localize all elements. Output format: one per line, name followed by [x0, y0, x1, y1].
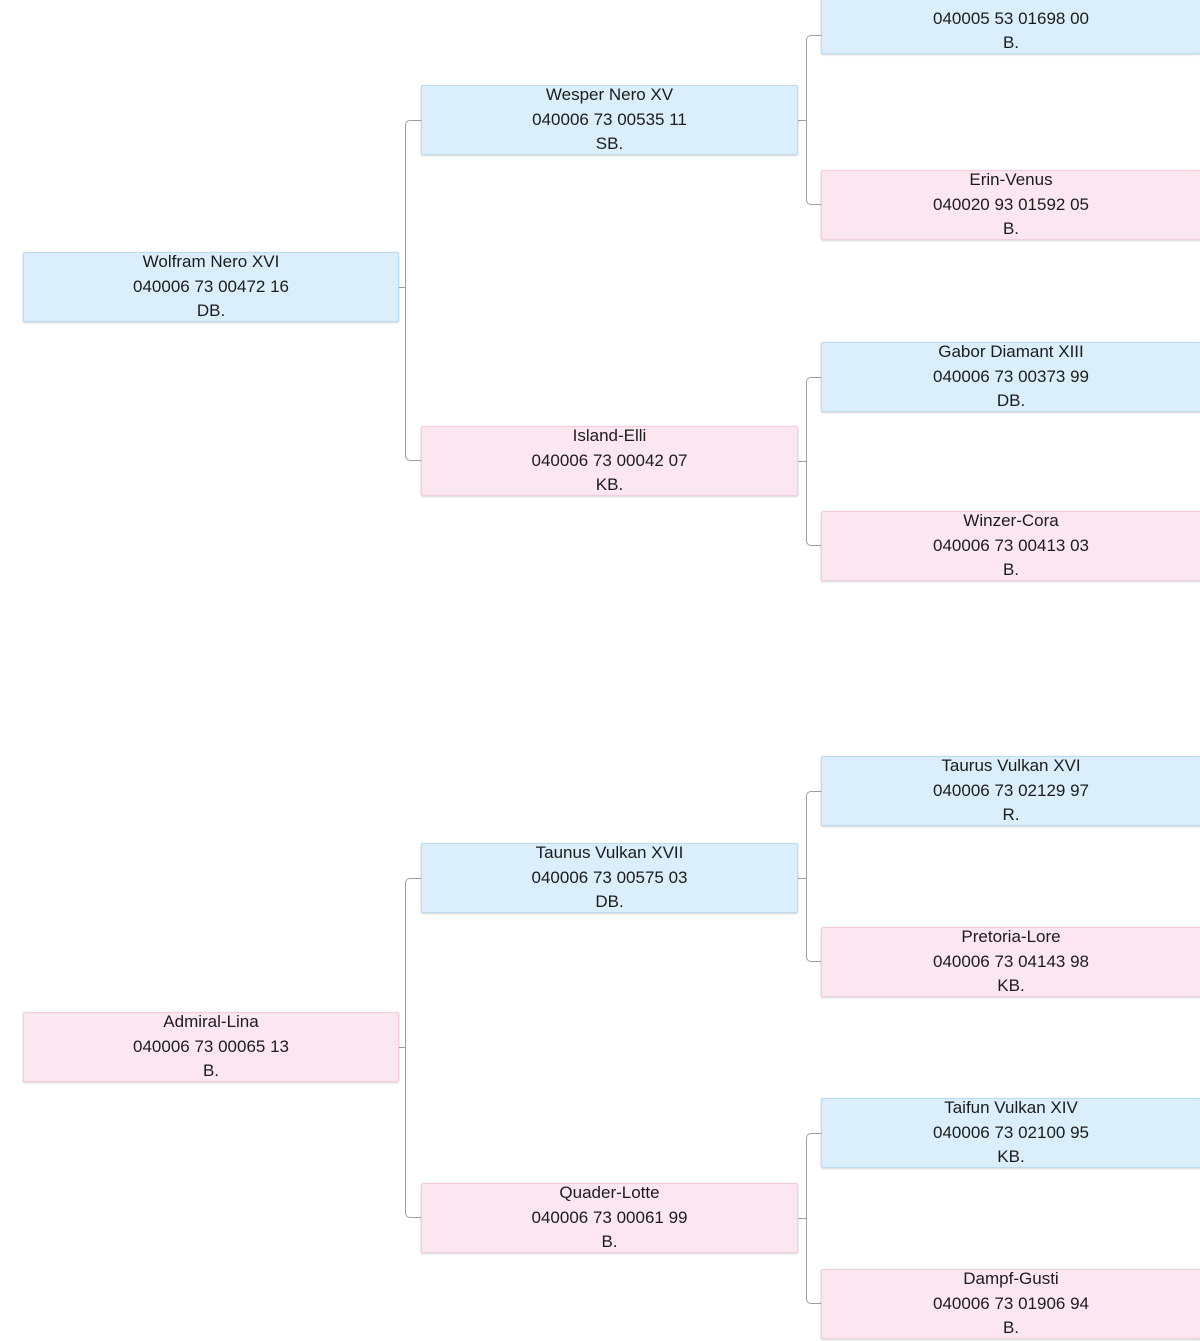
- node-code: DB.: [196, 301, 226, 321]
- node-reg-number: 040006 73 00575 03: [531, 867, 688, 887]
- node-name: Quader-Lotte: [559, 1183, 660, 1203]
- node-reg-number: 040006 73 04143 98: [933, 951, 1089, 971]
- node-name: Taunus Vulkan XVII: [535, 843, 684, 863]
- node-reg-number: 040020 93 01592 05: [933, 194, 1089, 214]
- pedigree-node-admiral-lina[interactable]: Admiral-Lina 040006 73 00065 13 B.: [23, 1012, 399, 1082]
- node-name: Wesper Nero XV: [545, 85, 674, 105]
- pedigree-node-taurus-vulkan-xvi[interactable]: Taurus Vulkan XVI 040006 73 02129 97 R.: [821, 756, 1200, 826]
- pedigree-node-wasil-nero-xiv[interactable]: Wasil Nero XIV 040005 53 01698 00 B.: [821, 0, 1200, 54]
- connector-bracket-wolfram: [405, 120, 421, 461]
- node-code: DB.: [595, 892, 624, 912]
- pedigree-node-wolfram-nero-xvi[interactable]: Wolfram Nero XVI 040006 73 00472 16 DB.: [23, 252, 399, 322]
- node-name: Gabor Diamant XIII: [938, 342, 1084, 362]
- node-reg-number: 040006 73 00373 99: [933, 366, 1089, 386]
- node-name: Admiral-Lina: [163, 1012, 259, 1032]
- node-reg-number: 040006 73 00472 16: [133, 276, 289, 296]
- node-name: Wasil Nero XIV: [954, 0, 1069, 7]
- connector-stem-quader: [798, 1218, 807, 1220]
- node-code: DB.: [996, 391, 1026, 411]
- node-reg-number: 040005 53 01698 00: [933, 8, 1089, 28]
- connector-bracket-taunus: [806, 791, 822, 962]
- pedigree-node-erin-venus[interactable]: Erin-Venus 040020 93 01592 05 B.: [821, 170, 1200, 240]
- node-name: Dampf-Gusti: [963, 1269, 1059, 1289]
- node-code: KB.: [595, 475, 624, 495]
- pedigree-node-island-elli[interactable]: Island-Elli 040006 73 00042 07 KB.: [421, 426, 798, 496]
- node-code: B.: [1002, 1318, 1020, 1338]
- node-code: B.: [202, 1061, 220, 1081]
- node-name: Wolfram Nero XVI: [142, 252, 280, 272]
- node-code: SB.: [595, 134, 624, 154]
- node-name: Island-Elli: [572, 426, 647, 446]
- pedigree-node-winzer-cora[interactable]: Winzer-Cora 040006 73 00413 03 B.: [821, 511, 1200, 581]
- connector-bracket-admiral: [405, 878, 421, 1218]
- node-code: B.: [1002, 560, 1020, 580]
- connector-bracket-island: [806, 377, 822, 546]
- node-name: Taurus Vulkan XVI: [941, 756, 1081, 776]
- pedigree-node-wesper-nero-xv[interactable]: Wesper Nero XV 040006 73 00535 11 SB.: [421, 85, 798, 155]
- node-reg-number: 040006 73 00065 13: [133, 1036, 289, 1056]
- connector-stem-island: [798, 461, 807, 463]
- node-reg-number: 040006 73 00535 11: [532, 109, 687, 129]
- node-code: R.: [1002, 805, 1020, 825]
- node-code: B.: [601, 1232, 618, 1252]
- node-code: B.: [1002, 219, 1020, 239]
- connector-bracket-wesper: [806, 35, 822, 205]
- node-reg-number: 040006 73 02129 97: [933, 780, 1089, 800]
- node-name: Taifun Vulkan XIV: [944, 1098, 1078, 1118]
- pedigree-node-taunus-vulkan-xvii[interactable]: Taunus Vulkan XVII 040006 73 00575 03 DB…: [421, 843, 798, 913]
- node-reg-number: 040006 73 00042 07: [531, 450, 688, 470]
- node-reg-number: 040006 73 02100 95: [933, 1122, 1089, 1142]
- node-code: KB.: [997, 1147, 1025, 1167]
- connector-stem-wesper: [798, 120, 807, 122]
- node-code: KB.: [997, 976, 1025, 996]
- node-code: B.: [1002, 33, 1020, 53]
- node-name: Pretoria-Lore: [961, 927, 1061, 947]
- pedigree-node-pretoria-lore[interactable]: Pretoria-Lore 040006 73 04143 98 KB.: [821, 927, 1200, 997]
- pedigree-node-taifun-vulkan-xiv[interactable]: Taifun Vulkan XIV 040006 73 02100 95 KB.: [821, 1098, 1200, 1168]
- node-reg-number: 040006 73 00061 99: [531, 1207, 688, 1227]
- node-reg-number: 040006 73 00413 03: [933, 535, 1089, 555]
- pedigree-node-quader-lotte[interactable]: Quader-Lotte 040006 73 00061 99 B.: [421, 1183, 798, 1253]
- pedigree-node-gabor-diamant-xiii[interactable]: Gabor Diamant XIII 040006 73 00373 99 DB…: [821, 342, 1200, 412]
- node-reg-number: 040006 73 01906 94: [933, 1293, 1089, 1313]
- connector-stem-wolfram: [399, 287, 406, 289]
- node-name: Winzer-Cora: [963, 511, 1059, 531]
- connector-stem-taunus: [798, 878, 807, 880]
- pedigree-node-dampf-gusti[interactable]: Dampf-Gusti 040006 73 01906 94 B.: [821, 1269, 1200, 1339]
- connector-stem-admiral: [399, 1047, 406, 1049]
- node-name: Erin-Venus: [969, 170, 1053, 190]
- connector-bracket-quader: [806, 1133, 822, 1304]
